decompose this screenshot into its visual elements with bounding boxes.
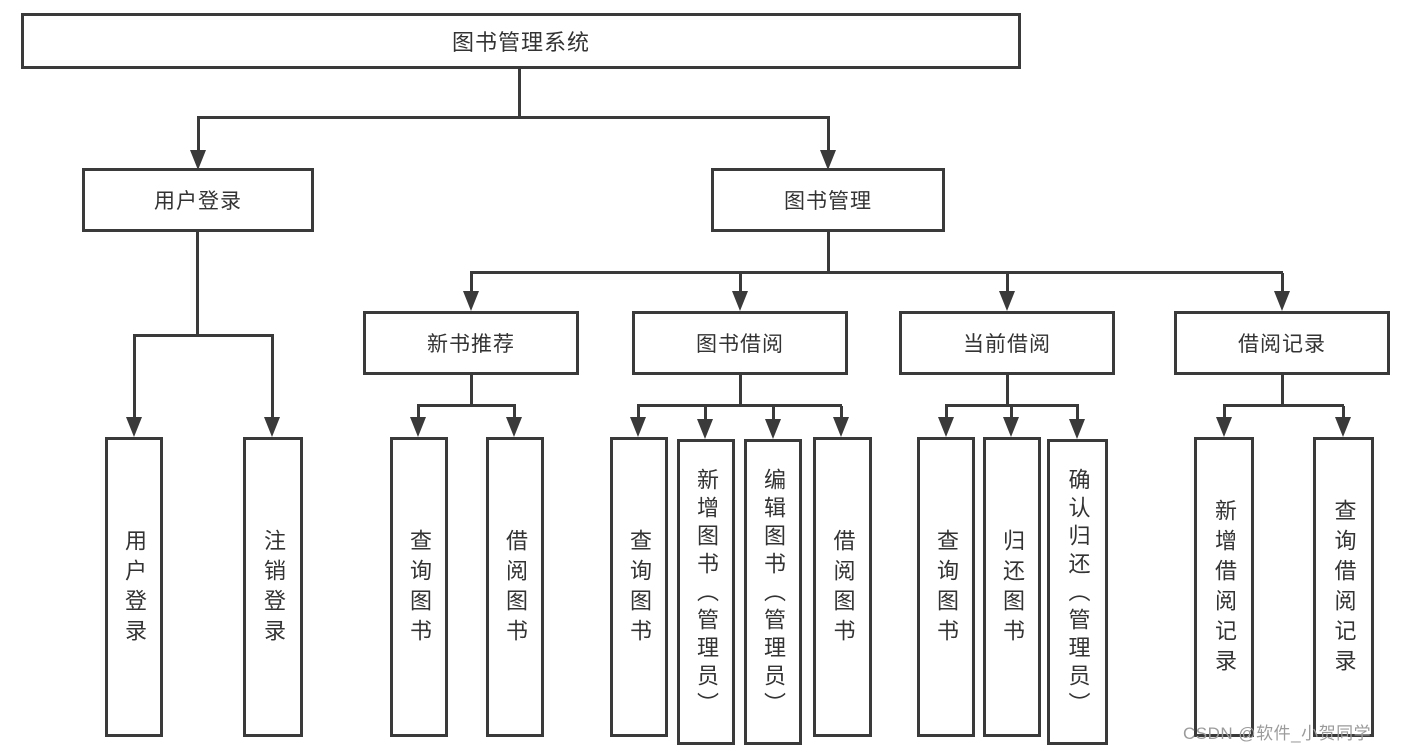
connector-line [637, 406, 640, 419]
connector-line [772, 406, 775, 419]
connector-line [470, 273, 473, 293]
arrowhead-down-icon [506, 417, 522, 437]
connector-line [417, 406, 420, 419]
node-user-login: 用户登录 [82, 168, 314, 232]
leaf-edit-books-admin: 编辑图书（管理员） [744, 439, 802, 745]
connector-line [1223, 404, 1344, 407]
connector-line [518, 69, 521, 118]
connector-line [133, 336, 136, 419]
leaf-query-books: 查询图书 [917, 437, 975, 737]
connector-line [1281, 273, 1284, 293]
node-borrow-records: 借阅记录 [1174, 311, 1390, 375]
node-new-book-recommend: 新书推荐 [363, 311, 579, 375]
connector-line [1223, 406, 1226, 419]
leaf-confirm-return-admin: 确认归还（管理员） [1047, 439, 1108, 745]
connector-line [840, 406, 843, 419]
connector-line [739, 375, 742, 407]
connector-line [197, 116, 830, 119]
arrowhead-down-icon [938, 417, 954, 437]
arrowhead-down-icon [1335, 417, 1351, 437]
arrowhead-down-icon [190, 150, 206, 170]
connector-line [704, 406, 707, 419]
connector-line [470, 375, 473, 407]
arrowhead-down-icon [126, 417, 142, 437]
arrowhead-down-icon [833, 417, 849, 437]
connector-line [1010, 406, 1013, 419]
arrowhead-down-icon [630, 417, 646, 437]
leaf-add-books-admin: 新增图书（管理员） [677, 439, 735, 745]
arrowhead-down-icon [732, 291, 748, 311]
leaf-query-books: 查询图书 [610, 437, 668, 737]
arrowhead-down-icon [463, 291, 479, 311]
arrowhead-down-icon [765, 419, 781, 439]
connector-line [513, 406, 516, 419]
connector-line [739, 273, 742, 293]
leaf-logout: 注销登录 [243, 437, 303, 737]
leaf-borrow-books: 借阅图书 [486, 437, 544, 737]
node-root-system: 图书管理系统 [21, 13, 1021, 69]
connector-line [133, 334, 274, 337]
connector-line [827, 118, 830, 152]
arrowhead-down-icon [1274, 291, 1290, 311]
connector-line [470, 271, 1283, 274]
arrowhead-down-icon [697, 419, 713, 439]
connector-line [1006, 375, 1009, 407]
leaf-return-books: 归还图书 [983, 437, 1041, 737]
connector-line [1076, 406, 1079, 419]
arrowhead-down-icon [264, 417, 280, 437]
arrowhead-down-icon [999, 291, 1015, 311]
node-book-borrow: 图书借阅 [632, 311, 848, 375]
connector-line [827, 232, 830, 274]
connector-line [197, 118, 200, 152]
arrowhead-down-icon [1003, 417, 1019, 437]
connector-line [1342, 406, 1345, 419]
leaf-user-login: 用户登录 [105, 437, 163, 737]
connector-line [417, 404, 516, 407]
connector-line [1006, 273, 1009, 293]
leaf-query-borrow-record: 查询借阅记录 [1313, 437, 1374, 737]
leaf-borrow-books: 借阅图书 [813, 437, 872, 737]
connector-line [945, 406, 948, 419]
connector-line [1281, 375, 1284, 407]
connector-line [637, 404, 842, 407]
leaf-add-borrow-record: 新增借阅记录 [1194, 437, 1254, 737]
connector-line [196, 232, 199, 337]
arrowhead-down-icon [1216, 417, 1232, 437]
arrowhead-down-icon [820, 150, 836, 170]
connector-line [271, 336, 274, 419]
node-book-management: 图书管理 [711, 168, 945, 232]
arrowhead-down-icon [1069, 419, 1085, 439]
csdn-watermark: CSDN @软件_小贺同学 [1183, 724, 1372, 743]
connector-line [945, 404, 1079, 407]
node-current-borrow: 当前借阅 [899, 311, 1115, 375]
arrowhead-down-icon [410, 417, 426, 437]
leaf-query-books: 查询图书 [390, 437, 448, 737]
